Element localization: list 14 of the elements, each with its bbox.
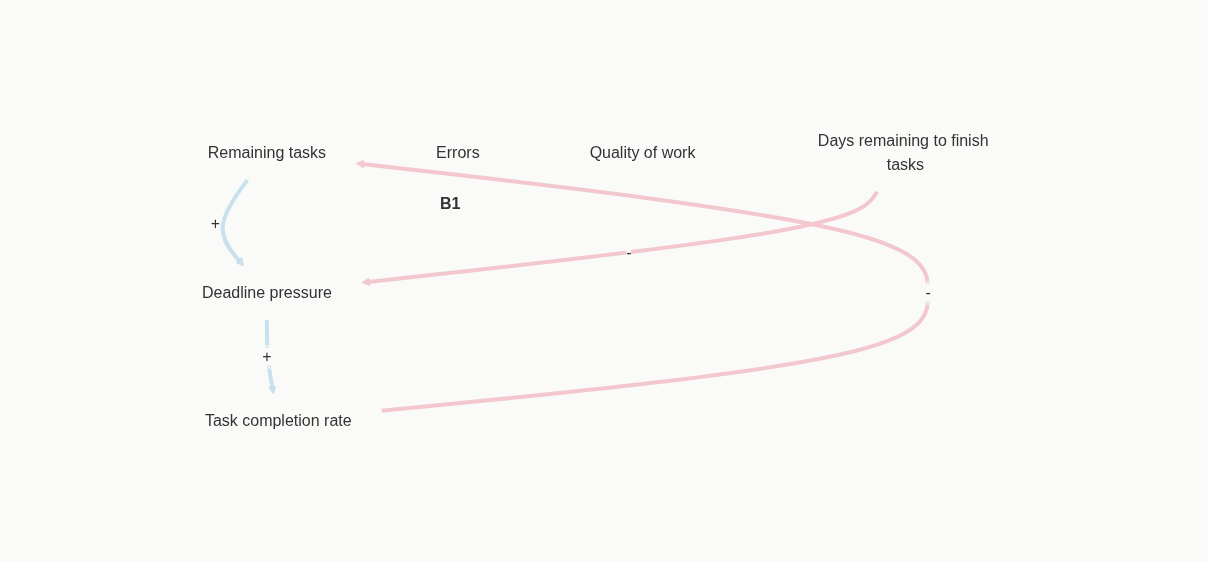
node-text: Quality of work [589, 143, 696, 161]
node-text: Deadline pressure [202, 283, 333, 301]
arrow [221, 178, 250, 266]
node-text: Days remaining to finish tasks [818, 131, 989, 173]
arrow [361, 190, 880, 286]
edge-label: - [626, 243, 632, 261]
node-text: Errors [436, 143, 480, 161]
arrow [265, 319, 277, 394]
edge-label: + [211, 214, 221, 232]
loop-label: B1 [440, 195, 461, 213]
node-text: Remaining tasks [208, 143, 327, 161]
node-text: Task completion rate [205, 411, 352, 429]
edge-label: + [262, 347, 272, 365]
edge-label: - [925, 283, 932, 301]
